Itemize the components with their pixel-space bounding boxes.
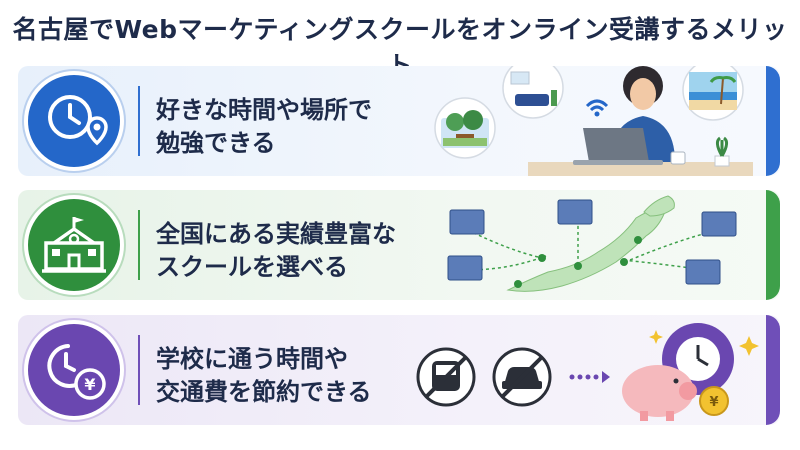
benefit-row-savings: ¥ 学校に通う時間や 交通費を節約できる (18, 315, 780, 425)
benefit-label-savings: 学校に通う時間や 交通費を節約できる (156, 345, 372, 406)
benefit-row-flexible: 好きな時間や場所で 勉強できる (18, 66, 780, 176)
benefit-row-nationwide: 全国にある実績豊富な スクールを選べる (18, 190, 780, 300)
laptop-woman-illustration (434, 66, 753, 176)
svg-text:¥: ¥ (709, 395, 718, 410)
no-travel-illustration: ¥ (416, 323, 759, 421)
svg-text:¥: ¥ (84, 375, 95, 394)
no-car-icon (492, 347, 552, 407)
japan-map-illustration (447, 195, 737, 292)
no-train-icon (416, 347, 476, 407)
clock-yen-icon: ¥ (28, 324, 120, 416)
page-title: 名古屋でWebマーケティングスクールをオンライン受講するメリット (12, 15, 788, 80)
benefit-label-flexible: 好きな時間や場所で 勉強できる (156, 96, 372, 157)
piggy-bank-icon (622, 365, 697, 421)
school-building-icon (28, 199, 120, 291)
clock-location-icon (28, 75, 120, 167)
benefit-label-nationwide: 全国にある実績豊富な スクールを選べる (156, 220, 396, 281)
